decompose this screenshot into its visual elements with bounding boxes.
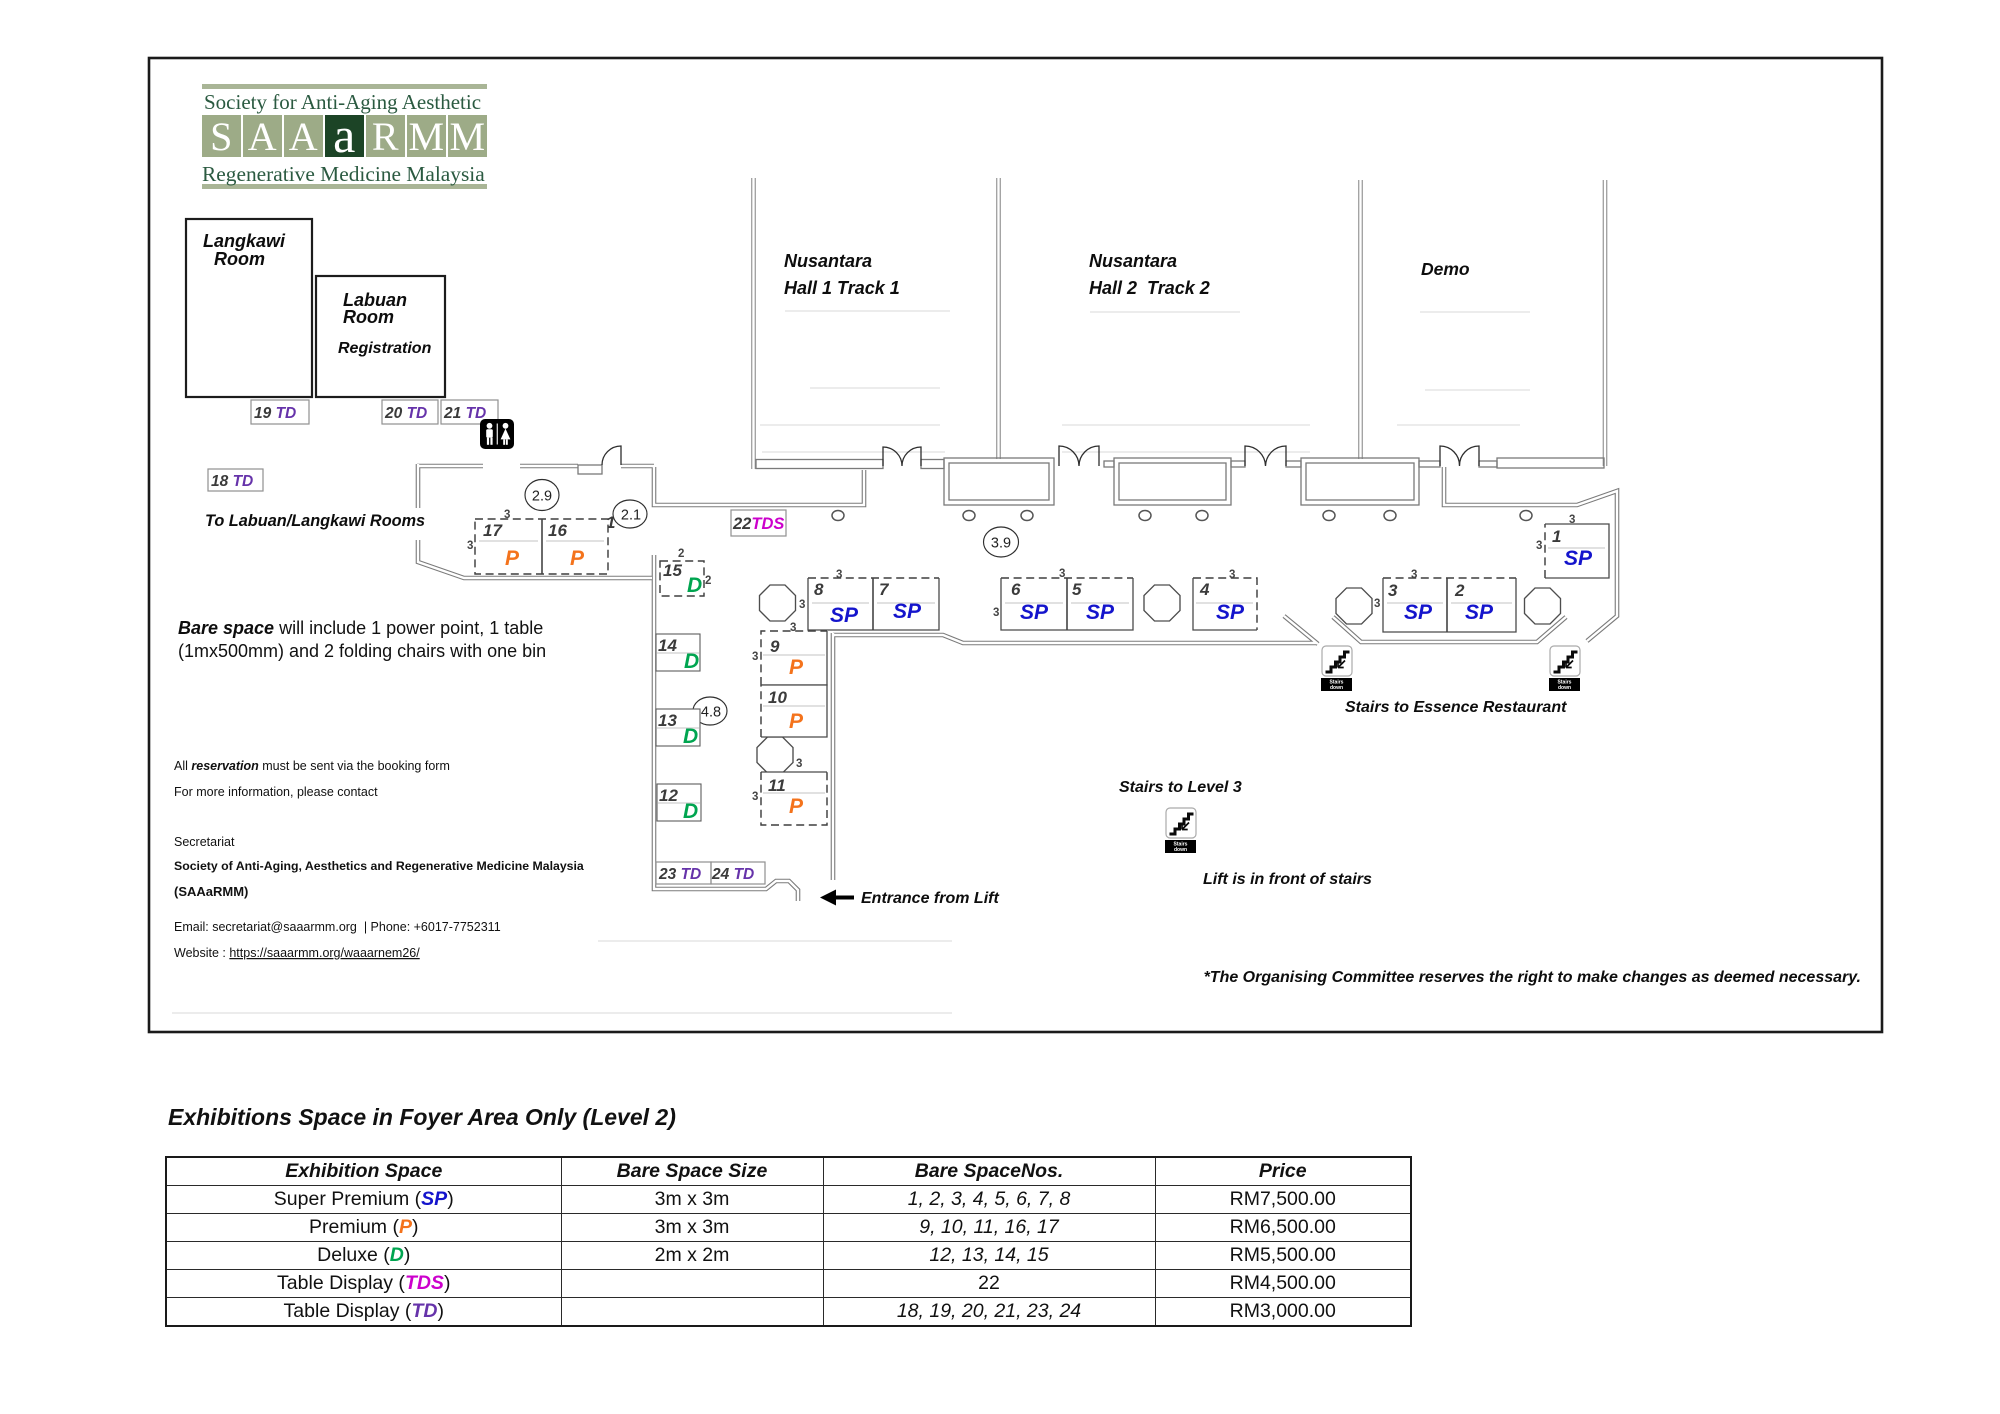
svg-text:3: 3 xyxy=(1569,514,1575,526)
svg-text:Stairs to Essence Restaurant: Stairs to Essence Restaurant xyxy=(1345,699,1567,716)
svg-text:SP: SP xyxy=(1020,601,1049,624)
svg-text:Hall 2 Track 2: Hall 2 Track 2 xyxy=(1089,278,1210,298)
svg-text:SP: SP xyxy=(893,600,922,623)
svg-text:Stairs to Level 3: Stairs to Level 3 xyxy=(1119,779,1242,796)
svg-text:15: 15 xyxy=(663,561,682,580)
svg-text:22TDS: 22TDS xyxy=(732,515,784,533)
svg-text:SP: SP xyxy=(1465,601,1494,624)
svg-text:3: 3 xyxy=(799,599,805,611)
svg-text:2: 2 xyxy=(1454,581,1465,600)
svg-text:D: D xyxy=(687,574,702,597)
svg-text:SP: SP xyxy=(1216,601,1245,624)
svg-text:P: P xyxy=(789,710,804,733)
svg-text:(1mx500mm) and 2 folding chair: (1mx500mm) and 2 folding chairs with one… xyxy=(178,641,546,661)
svg-text:10: 10 xyxy=(768,688,787,707)
svg-text:2.1: 2.1 xyxy=(621,508,641,524)
svg-text:14: 14 xyxy=(658,636,677,655)
svg-text:SP: SP xyxy=(1086,601,1115,624)
svg-text:Hall 1 Track 1: Hall 1 Track 1 xyxy=(784,278,900,298)
svg-text:P: P xyxy=(570,547,585,570)
svg-text:3.9: 3.9 xyxy=(991,536,1011,552)
svg-text:13: 13 xyxy=(658,711,677,730)
svg-text:2.9: 2.9 xyxy=(532,489,552,505)
svg-text:For more information, please c: For more information, please contact xyxy=(174,785,378,799)
svg-text:19 TD: 19 TD xyxy=(254,405,296,422)
svg-text:3: 3 xyxy=(1229,569,1235,581)
svg-text:1: 1 xyxy=(606,513,615,532)
svg-text:Secretariat: Secretariat xyxy=(174,835,235,849)
svg-text:All reservation must be sent v: All reservation must be sent via the boo… xyxy=(174,759,450,773)
svg-text:4.8: 4.8 xyxy=(701,705,721,721)
svg-text:18 TD: 18 TD xyxy=(211,473,253,490)
svg-text:8: 8 xyxy=(814,580,824,599)
svg-text:17: 17 xyxy=(483,521,503,540)
svg-text:23 TD: 23 TD xyxy=(658,866,701,883)
svg-text:Room: Room xyxy=(214,249,265,269)
svg-text:Nusantara: Nusantara xyxy=(784,251,872,271)
svg-text:To Labuan/Langkawi Rooms: To Labuan/Langkawi Rooms xyxy=(205,512,425,530)
svg-text:16: 16 xyxy=(548,521,567,540)
svg-text:D: D xyxy=(683,800,698,823)
svg-text:3: 3 xyxy=(993,607,999,619)
svg-text:SP: SP xyxy=(1404,601,1433,624)
svg-text:3: 3 xyxy=(790,622,796,634)
svg-text:Nusantara: Nusantara xyxy=(1089,251,1177,271)
svg-text:Bare space will include 1 powe: Bare space will include 1 power point, 1… xyxy=(178,618,543,638)
svg-text:Society of Anti-Aging, Aesthet: Society of Anti-Aging, Aesthetics and Re… xyxy=(174,859,584,873)
svg-text:3: 3 xyxy=(752,791,758,803)
svg-text:3: 3 xyxy=(467,540,473,552)
svg-text:3: 3 xyxy=(1374,598,1380,610)
svg-text:D: D xyxy=(684,650,699,673)
svg-text:20 TD: 20 TD xyxy=(384,405,427,422)
svg-text:SP: SP xyxy=(1564,547,1593,570)
svg-text:21 TD: 21 TD xyxy=(443,405,486,422)
svg-text:Registration: Registration xyxy=(338,340,432,357)
svg-text:2: 2 xyxy=(678,548,684,560)
svg-text:P: P xyxy=(789,656,804,679)
svg-text:3: 3 xyxy=(1059,568,1065,580)
svg-text:5: 5 xyxy=(1072,580,1082,599)
svg-text:Website : https://saaarmm.org/: Website : https://saaarmm.org/waaarnem26… xyxy=(174,946,420,960)
svg-text:3: 3 xyxy=(752,651,758,663)
svg-text:Room: Room xyxy=(343,307,394,327)
svg-text:3: 3 xyxy=(1411,569,1417,581)
svg-text:2: 2 xyxy=(705,575,711,587)
svg-text:Langkawi: Langkawi xyxy=(203,231,286,251)
svg-text:D: D xyxy=(683,725,698,748)
svg-text:SP: SP xyxy=(830,604,859,627)
svg-text:3: 3 xyxy=(836,569,842,581)
svg-text:P: P xyxy=(789,795,804,818)
svg-text:(SAAaRMM): (SAAaRMM) xyxy=(174,884,248,899)
svg-text:1: 1 xyxy=(1552,527,1561,546)
svg-text:P: P xyxy=(505,547,520,570)
svg-text:3: 3 xyxy=(504,509,510,521)
svg-text:*The Organising Committee rese: *The Organising Committee reserves the r… xyxy=(1204,969,1861,986)
svg-text:Email: secretariat@saaarmm.org: Email: secretariat@saaarmm.org | Phone: … xyxy=(174,920,501,934)
svg-text:Labuan: Labuan xyxy=(343,290,407,310)
svg-text:3: 3 xyxy=(1536,540,1542,552)
svg-text:Lift is in front of stairs: Lift is in front of stairs xyxy=(1203,871,1372,888)
svg-text:3: 3 xyxy=(1388,581,1398,600)
svg-text:3: 3 xyxy=(796,758,802,770)
svg-text:24 TD: 24 TD xyxy=(711,866,754,883)
svg-text:Entrance from Lift: Entrance from Lift xyxy=(861,890,999,907)
svg-text:Demo: Demo xyxy=(1421,259,1470,279)
svg-text:11: 11 xyxy=(768,776,786,795)
svg-text:6: 6 xyxy=(1011,580,1021,599)
svg-text:7: 7 xyxy=(879,580,890,599)
svg-text:4: 4 xyxy=(1199,580,1210,599)
svg-text:9: 9 xyxy=(770,637,780,656)
svg-text:12: 12 xyxy=(659,786,678,805)
